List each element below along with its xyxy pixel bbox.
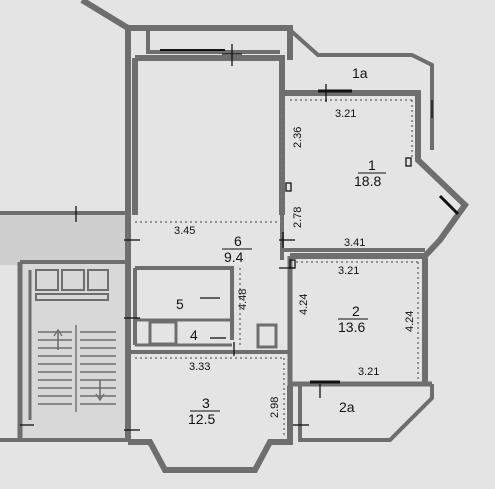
dimension-labels: 3.21 2.36 2.78 3.45 3.41 3.21 4.48 4.24 … <box>174 108 416 418</box>
room-number-3: 3 <box>202 395 210 411</box>
wall-balcony-2a <box>298 384 434 442</box>
wall-room2 <box>290 253 428 386</box>
wall-room3 <box>128 386 293 473</box>
room-number-2: 2 <box>352 303 360 319</box>
room-number-4: 4 <box>190 327 198 343</box>
dimension-4-24-left: 4.24 <box>298 294 310 315</box>
stairwell-shade <box>20 262 128 442</box>
wall-room1 <box>282 90 469 259</box>
room-area-6: 9.4 <box>224 249 244 265</box>
dimension-3-33: 3.33 <box>189 361 210 373</box>
bath-fixture <box>148 320 178 346</box>
room-labels: 1a 1 18.8 6 9.4 5 4 2 13.6 3 12.5 2a <box>176 65 381 427</box>
dimension-3-41: 3.41 <box>344 237 365 249</box>
dimension-3-45: 3.45 <box>174 225 195 237</box>
dimension-2-78: 2.78 <box>292 207 304 228</box>
room-area-2: 13.6 <box>338 319 365 335</box>
room-area-3: 12.5 <box>188 411 215 427</box>
openings <box>160 49 460 384</box>
wall-room5 <box>135 266 234 340</box>
room-area-1: 18.8 <box>354 173 381 189</box>
wall-upper-room <box>135 55 285 215</box>
room-number-5: 5 <box>176 296 184 312</box>
corridor-shade <box>0 215 126 265</box>
room-number-1: 1 <box>368 157 376 173</box>
shaft-fixture <box>256 323 278 349</box>
dimension-2-36: 2.36 <box>292 127 304 148</box>
wall-niche <box>146 28 280 54</box>
dimension-4-48: 4.48 <box>237 289 249 310</box>
dimension-2-98: 2.98 <box>269 397 281 418</box>
dimension-3-21-mid: 3.21 <box>338 265 359 277</box>
dotted-partitions <box>135 99 419 436</box>
stair-treads <box>38 325 116 412</box>
walls <box>0 0 469 473</box>
dimension-4-24-right: 4.24 <box>404 311 416 332</box>
room-label-2a: 2a <box>339 399 355 415</box>
wall-balcony-1a <box>288 25 434 150</box>
tick-marks <box>20 44 433 431</box>
stair-landing-boxes <box>35 269 109 301</box>
room-number-underlines <box>190 172 386 412</box>
room-number-6: 6 <box>234 233 242 249</box>
room-label-1a: 1a <box>352 65 368 81</box>
dimension-3-21-bottom: 3.21 <box>358 366 379 378</box>
dimension-3-21-top: 3.21 <box>335 108 356 120</box>
